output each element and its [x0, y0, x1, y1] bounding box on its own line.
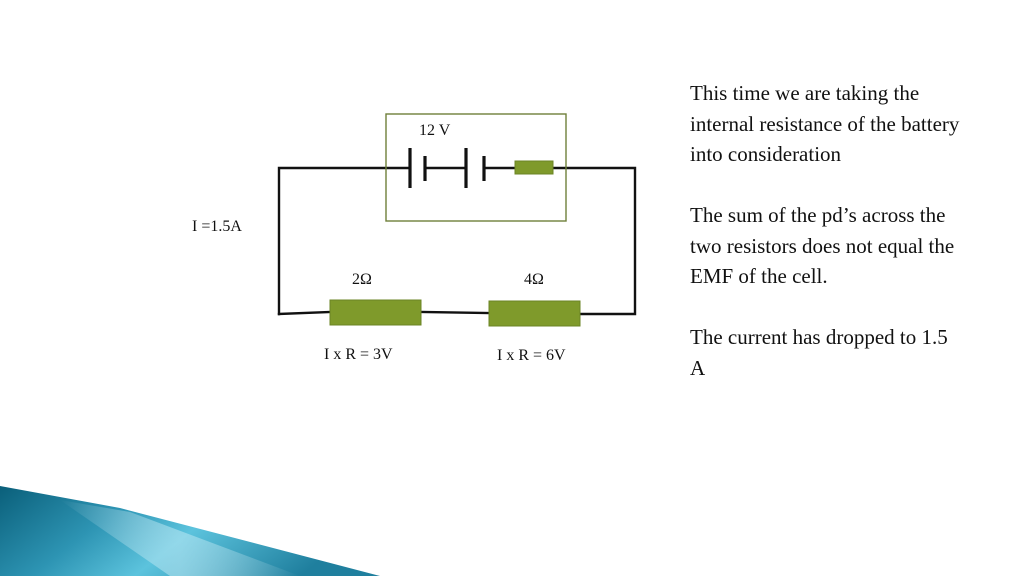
battery-enclosure — [385, 113, 567, 222]
internal-resistor — [514, 160, 554, 175]
wire-left-top — [277, 166, 412, 316]
resistor-4-ohm-pd-label: I x R = 6V — [497, 347, 566, 364]
circuit-wires — [277, 166, 637, 316]
current-label: I =1.5A — [192, 218, 242, 235]
wire-between-resistors — [419, 310, 491, 315]
battery-cells — [408, 148, 486, 188]
resistor-2-ohm-label: 2Ω — [352, 271, 372, 288]
explanation-paragraph-pd-sum: The sum of the pd’s across the two resis… — [690, 203, 955, 288]
resistor-4-ohm-label: 4Ω — [524, 271, 544, 288]
resistor-2-ohm-pd-label: I x R = 3V — [324, 346, 393, 363]
battery-emf-label: 12 V — [419, 122, 451, 139]
wire-left-bottom — [277, 310, 332, 316]
wire-right — [551, 166, 637, 316]
explanation-text: This time we are taking the internal res… — [690, 78, 960, 414]
resistor-4-ohm — [488, 300, 581, 327]
explanation-paragraph-internal-resistance: This time we are taking the internal res… — [690, 81, 960, 166]
explanation-paragraph-current: The current has dropped to 1.5 A — [690, 325, 948, 380]
resistor-2-ohm — [329, 299, 422, 326]
